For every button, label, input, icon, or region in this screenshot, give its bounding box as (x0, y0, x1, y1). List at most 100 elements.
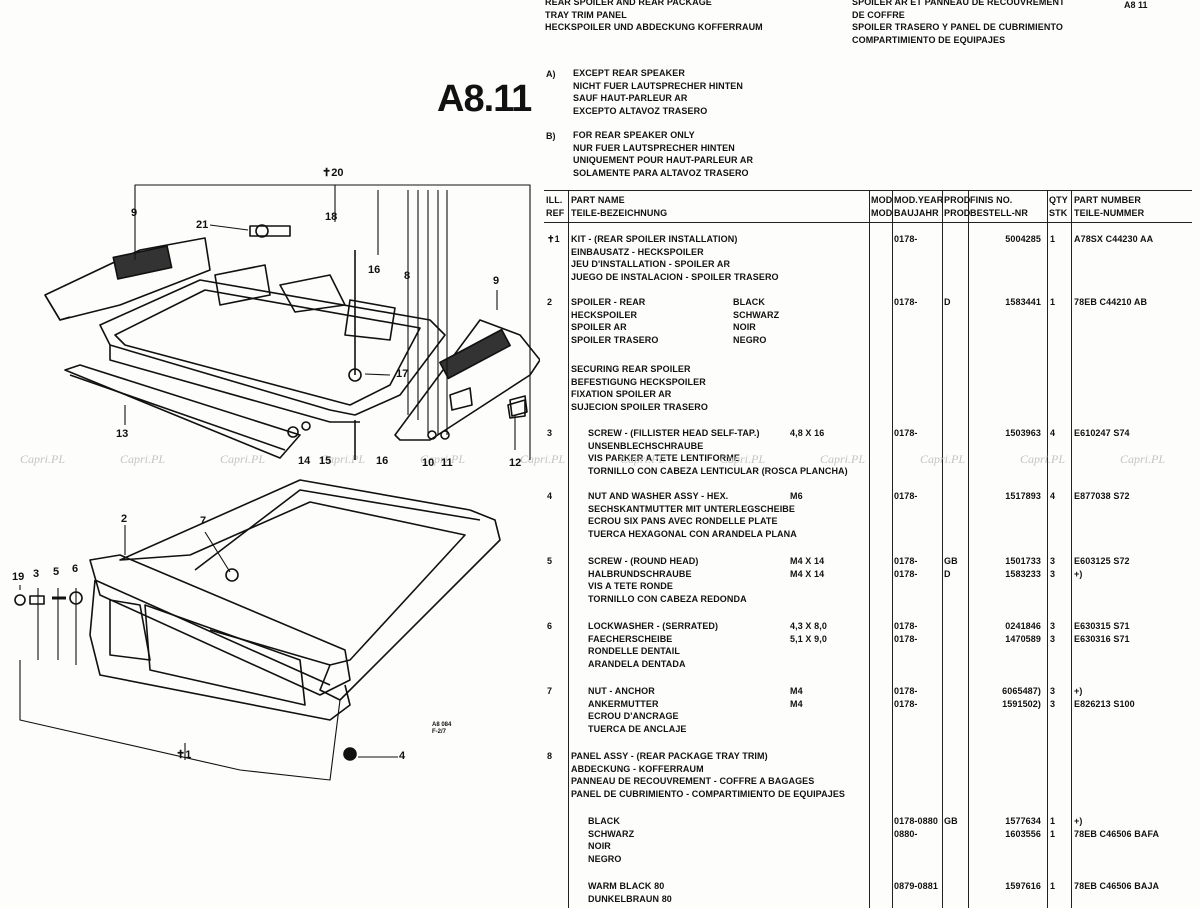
cell-ref: 4 (547, 490, 552, 503)
cell-pn: E877038 S72 (1074, 490, 1130, 503)
cell-line: +) (1074, 816, 1083, 826)
cell-line: 4 (1050, 491, 1056, 501)
cell-line: GB (944, 816, 958, 826)
cell-line: JUEGO DE INSTALACION - SPOILER TRASERO (571, 271, 779, 282)
callout-9-left: 9 (131, 207, 138, 219)
left-trim-side-panel (44, 237, 211, 321)
callout-2: 2 (121, 513, 128, 525)
cell-pn: A78SX C44230 AA (1074, 233, 1153, 246)
col-header-mod-year: MOD.YEAR BAUJAHR (894, 194, 943, 219)
col-divider (869, 190, 870, 908)
screw-15 (301, 421, 311, 431)
watermark-text: Capri.PL (320, 452, 366, 466)
cell-prod: GB (944, 815, 958, 828)
callout-1: ✝1 (176, 749, 192, 761)
cell-line: E630315 S71 (1074, 621, 1130, 631)
table-header-rule (544, 222, 1192, 223)
cell-line: 7 (547, 686, 553, 696)
watermark-text: Capri.PL (420, 452, 466, 466)
callout-19: 19 (12, 571, 25, 583)
cell-line: 4,3 X 8,0 (790, 621, 827, 631)
callout-3: 3 (33, 568, 40, 580)
header-line: SPOILER AR ET PANNEAU DE RECOUVREMENT (852, 0, 1065, 7)
cell-line: ANKERMUTTER (588, 698, 659, 709)
cell-year: 0178-0178- (894, 685, 918, 710)
cell-line: NOIR (588, 841, 611, 852)
watermark-text: Capri.PL (820, 452, 866, 466)
cell-ref: 7 (547, 685, 552, 698)
cell-line: UNSENBLECHSCHRAUBE (588, 440, 704, 451)
callout-16-top: 16 (368, 264, 381, 276)
cell-line: 5004285 (1005, 234, 1041, 244)
cell-line: 0178- (894, 297, 918, 307)
cell-prod: D (944, 296, 951, 309)
cell-line: 2 (547, 297, 553, 307)
col-header-line: FINIS NO. (970, 195, 1013, 205)
cell-line: D (944, 297, 951, 307)
col-header-line: PROD (944, 207, 971, 218)
cell-line: 0241846 (1005, 621, 1041, 631)
note-line: FOR REAR SPEAKER ONLY (573, 130, 695, 140)
cell-line: 1591502) (1002, 698, 1041, 709)
cell-line: 1503963 (1005, 428, 1041, 438)
cell-year: 0879-0881 (894, 880, 938, 893)
page-reference: A8 11 (1124, 0, 1148, 10)
col-header-line: PROD (944, 195, 971, 205)
col-header-line: BAUJAHR (894, 207, 939, 218)
cell-name: KIT - (REAR SPOILER INSTALLATION)EINBAUS… (571, 233, 779, 283)
col-header-line: MOD (871, 195, 893, 205)
cell-line: 0178- (894, 686, 918, 696)
cell-year: 0178- (894, 490, 918, 503)
cell-line: BLACK (588, 816, 620, 826)
col-header-line: QTY (1049, 195, 1068, 205)
cell-line: ECROU SIX PANS AVEC RONDELLE PLATE (588, 516, 778, 527)
col-header-line: BESTELL-NR (970, 207, 1028, 218)
callout-15: 15 (319, 455, 332, 467)
hardware-row (14, 591, 83, 606)
cell-line: KIT - (REAR SPOILER INSTALLATION) (571, 234, 738, 244)
cell-line: 1 (1050, 297, 1056, 307)
note-line: EXCEPTO ALTAVOZ TRASERO (573, 105, 708, 116)
table-top-rule (544, 190, 1192, 191)
screw-14 (287, 426, 299, 438)
cell-line: FAECHERSCHEIBE (588, 633, 673, 644)
cell-line: SCREW - (FILLISTER HEAD SELF-TAP.) (588, 428, 760, 438)
callout-4: 4 (399, 750, 406, 762)
cell-line: SPOILER - REAR (571, 297, 646, 307)
nut-4 (343, 747, 357, 761)
cell-pn: E603125 S72+) (1074, 555, 1130, 580)
cell-line: 1577634 (1005, 816, 1041, 826)
cell-line: 8 (547, 751, 553, 761)
col-header-line: STK (1049, 207, 1068, 218)
col-header-part-name: PART NAME TEILE-BEZEICHNUNG (571, 194, 667, 219)
cell-finis: 1517893 (1005, 490, 1041, 503)
watermark-text: Capri.PL (1020, 452, 1066, 466)
callout-8: 8 (404, 270, 411, 282)
rear-spoiler (89, 554, 351, 721)
cell-line: SUJECION SPOILER TRASERO (571, 401, 708, 412)
cell-line: FIXATION SPOILER AR (571, 389, 672, 400)
cell-line: PANNEAU DE RECOUVREMENT - COFFRE A BAGAG… (571, 776, 815, 787)
col-divider (892, 190, 893, 908)
cell-line: +) (1074, 686, 1083, 696)
clip-12 (509, 395, 528, 417)
cell-finis: 1503963 (1005, 427, 1041, 440)
header-line: SPOILER TRASERO Y PANEL DE CUBRIMIENTO (852, 22, 1063, 33)
col-header-line: TEILE-BEZEICHNUNG (571, 207, 668, 218)
cell-line: LOCKWASHER - (SERRATED) (588, 621, 719, 631)
cell-line: BLACK (733, 297, 765, 307)
callout-21: 21 (196, 219, 209, 231)
cell-line: 0178- (894, 491, 918, 501)
watermark-text: Capri.PL (620, 452, 666, 466)
watermark-text: Capri.PL (1120, 452, 1166, 466)
cell-qty: 1 (1050, 880, 1055, 893)
col-divider (1071, 190, 1072, 908)
callout-9-right: 9 (493, 275, 500, 287)
cell-line: A78SX C44230 AA (1074, 234, 1154, 244)
